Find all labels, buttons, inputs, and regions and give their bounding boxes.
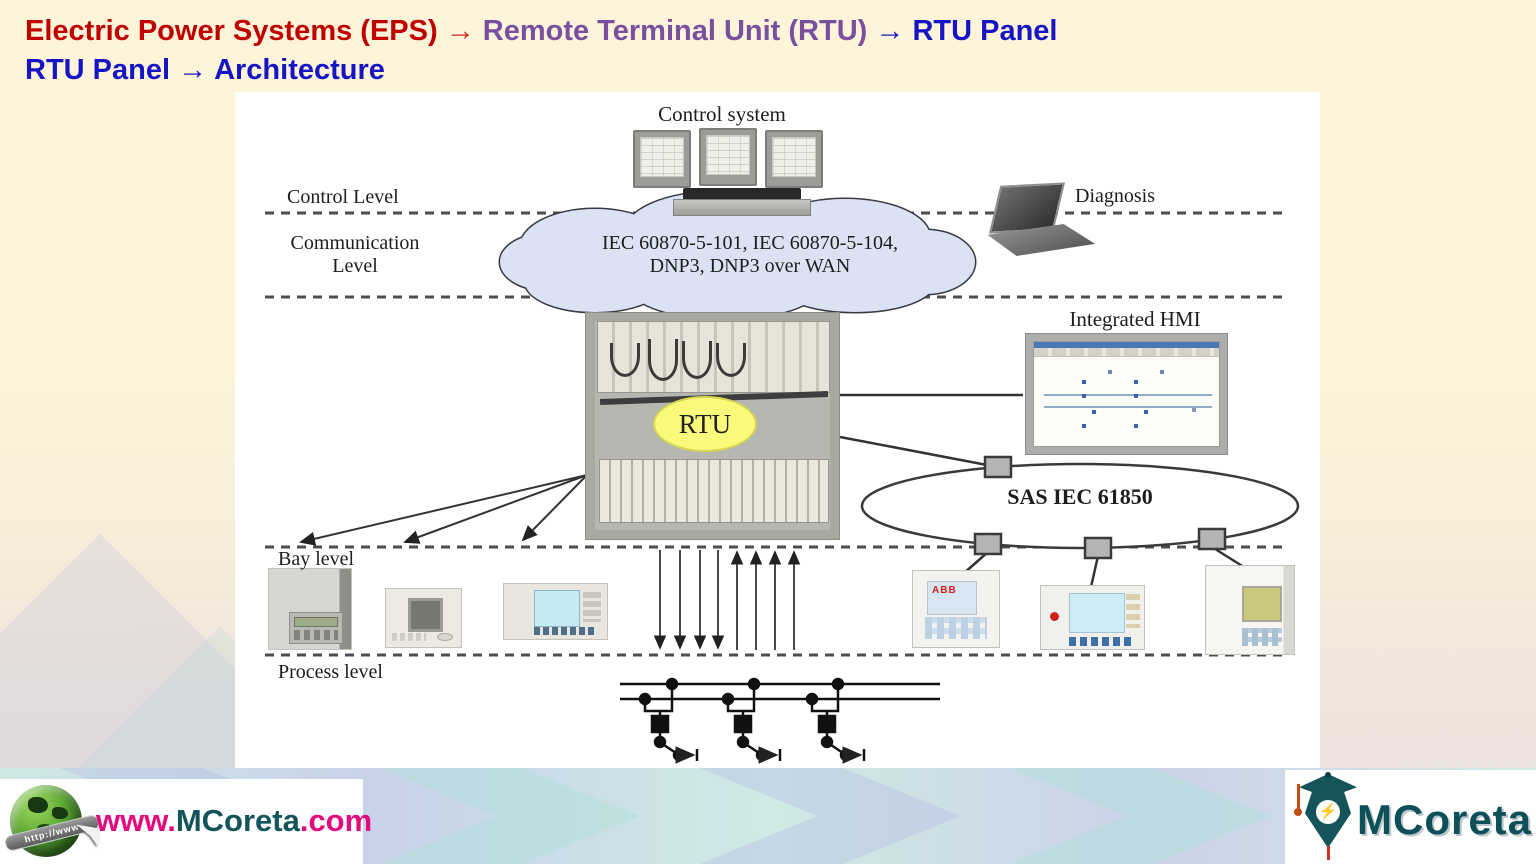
- sas-node: [1083, 536, 1113, 560]
- hmi-titlebar: [1034, 342, 1219, 348]
- sas-network-nodes: [973, 455, 1227, 560]
- pen-tip: [1327, 846, 1330, 860]
- rtu-to-bay-arrows: [299, 474, 588, 546]
- control-level-label: Control Level: [287, 186, 399, 208]
- monitor-screen: [772, 137, 816, 177]
- lightning-chip-icon: ⚡: [1316, 800, 1340, 824]
- monitor-screen: [640, 137, 684, 177]
- integrated-hmi-monitor: [1025, 333, 1228, 455]
- ied-lcd: ABB: [927, 581, 977, 615]
- integrated-hmi-label: Integrated HMI: [1069, 307, 1201, 331]
- website-url: www.MCoreta.com: [96, 803, 373, 838]
- control-system-label: Control system: [658, 102, 786, 126]
- sas-ring: [860, 462, 1300, 550]
- process-io-arrows: [653, 550, 801, 650]
- title-eps: Electric Power Systems (EPS): [25, 15, 438, 47]
- bay-ied-abb-relay: ABB: [912, 570, 1000, 648]
- arrow-icon: →: [875, 15, 905, 47]
- diagnosis-label: Diagnosis: [1075, 185, 1155, 207]
- sas-label: SAS IEC 61850: [1007, 484, 1153, 509]
- feeder-bay: [638, 677, 699, 764]
- title-line-2: RTU Panel → Architecture: [25, 51, 1057, 90]
- rtu-to-sas-link: [839, 435, 988, 467]
- control-workstation-monitor: [699, 128, 757, 186]
- hmi-toolbar: [1034, 348, 1219, 357]
- ied-lcd: [534, 590, 580, 627]
- ied-keypad: [294, 630, 338, 640]
- hmi-screen: [1033, 341, 1220, 447]
- bay-ied-relay: [1040, 585, 1145, 650]
- ied-side-buttons: [583, 592, 601, 622]
- brand-logo-box: ⚡ MCoreta: [1285, 770, 1536, 864]
- arrow-icon: →: [445, 15, 475, 47]
- tassel-icon: [1297, 784, 1300, 810]
- sas-node: [983, 455, 1013, 479]
- cable-loop: [610, 343, 640, 377]
- title-rtu: Remote Terminal Unit (RTU): [482, 15, 868, 47]
- monitor-stand: [683, 188, 801, 200]
- cable-loop: [716, 343, 746, 377]
- tassel-knob: [1294, 808, 1302, 816]
- ied-keypad: [392, 633, 426, 641]
- chevron-shape: [700, 768, 960, 864]
- title-line-1: Electric Power Systems (EPS) → Remote Te…: [25, 12, 1057, 51]
- cable-loop: [648, 339, 678, 381]
- ied-keypad: [925, 617, 987, 639]
- hmi-busbar-line: [1044, 406, 1212, 408]
- title-rtu-panel-2: RTU Panel: [25, 54, 171, 86]
- ied-side-buttons: [1126, 594, 1140, 628]
- ied-button: [437, 633, 453, 641]
- bay-ied-cabinet: [268, 568, 352, 650]
- diagnosis-laptop: [983, 182, 1103, 259]
- title-rtu-panel: RTU Panel: [912, 15, 1058, 47]
- ied-red-button: [1050, 612, 1059, 621]
- sas-node: [1197, 527, 1227, 551]
- chevron-shape: [380, 768, 640, 864]
- feeder-bay: [721, 677, 782, 764]
- rtu-io-modules: [599, 459, 829, 523]
- bay-ied-relay: [385, 588, 462, 648]
- protocols-label: IEC 60870-5-101, IEC 60870-5-104, DNP3, …: [601, 232, 899, 277]
- brand-name: MCoreta: [1357, 796, 1533, 843]
- workstation-keyboard: [673, 199, 811, 216]
- ied-lcd: [1069, 593, 1125, 633]
- process-single-line-diagram: [620, 677, 940, 764]
- title-architecture: Architecture: [214, 54, 385, 86]
- ied-keypad: [1242, 628, 1282, 646]
- arrow-icon: →: [178, 54, 208, 86]
- cable-loop: [682, 341, 712, 379]
- ied-keypad: [1069, 637, 1135, 646]
- globe-continents: [28, 797, 48, 813]
- bay-ied-relay: [1205, 565, 1295, 655]
- ied-control-panel: [289, 612, 343, 644]
- cap-button: [1325, 772, 1331, 778]
- globe-icon: http://www: [3, 785, 101, 857]
- bay-ied-relay: [503, 583, 608, 640]
- chevron-shape: [1010, 768, 1270, 864]
- ied-keypad: [534, 627, 596, 635]
- communication-level-label: Communication Level: [290, 232, 420, 277]
- hmi-sld-symbols: [1082, 380, 1086, 384]
- hmi-busbar-line: [1044, 394, 1212, 396]
- architecture-diagram: RTU ABB: [235, 92, 1320, 768]
- slide-title: Electric Power Systems (EPS) → Remote Te…: [25, 12, 1057, 90]
- ied-lcd: [294, 617, 338, 627]
- ied-lcd: [408, 598, 443, 632]
- abb-logo: ABB: [932, 585, 957, 596]
- sas-node: [973, 532, 1003, 556]
- monitor-screen: [706, 135, 750, 175]
- ied-lcd: [1242, 586, 1282, 622]
- control-workstation-monitor: [633, 130, 691, 188]
- website-logo-box: http://www www.MCoreta.com: [0, 779, 372, 864]
- process-level-label: Process level: [278, 661, 383, 683]
- control-workstation-monitor: [765, 130, 823, 188]
- bay-level-label: Bay level: [278, 548, 355, 570]
- feeder-bay: [805, 677, 866, 764]
- rtu-label-oval: RTU: [653, 396, 757, 452]
